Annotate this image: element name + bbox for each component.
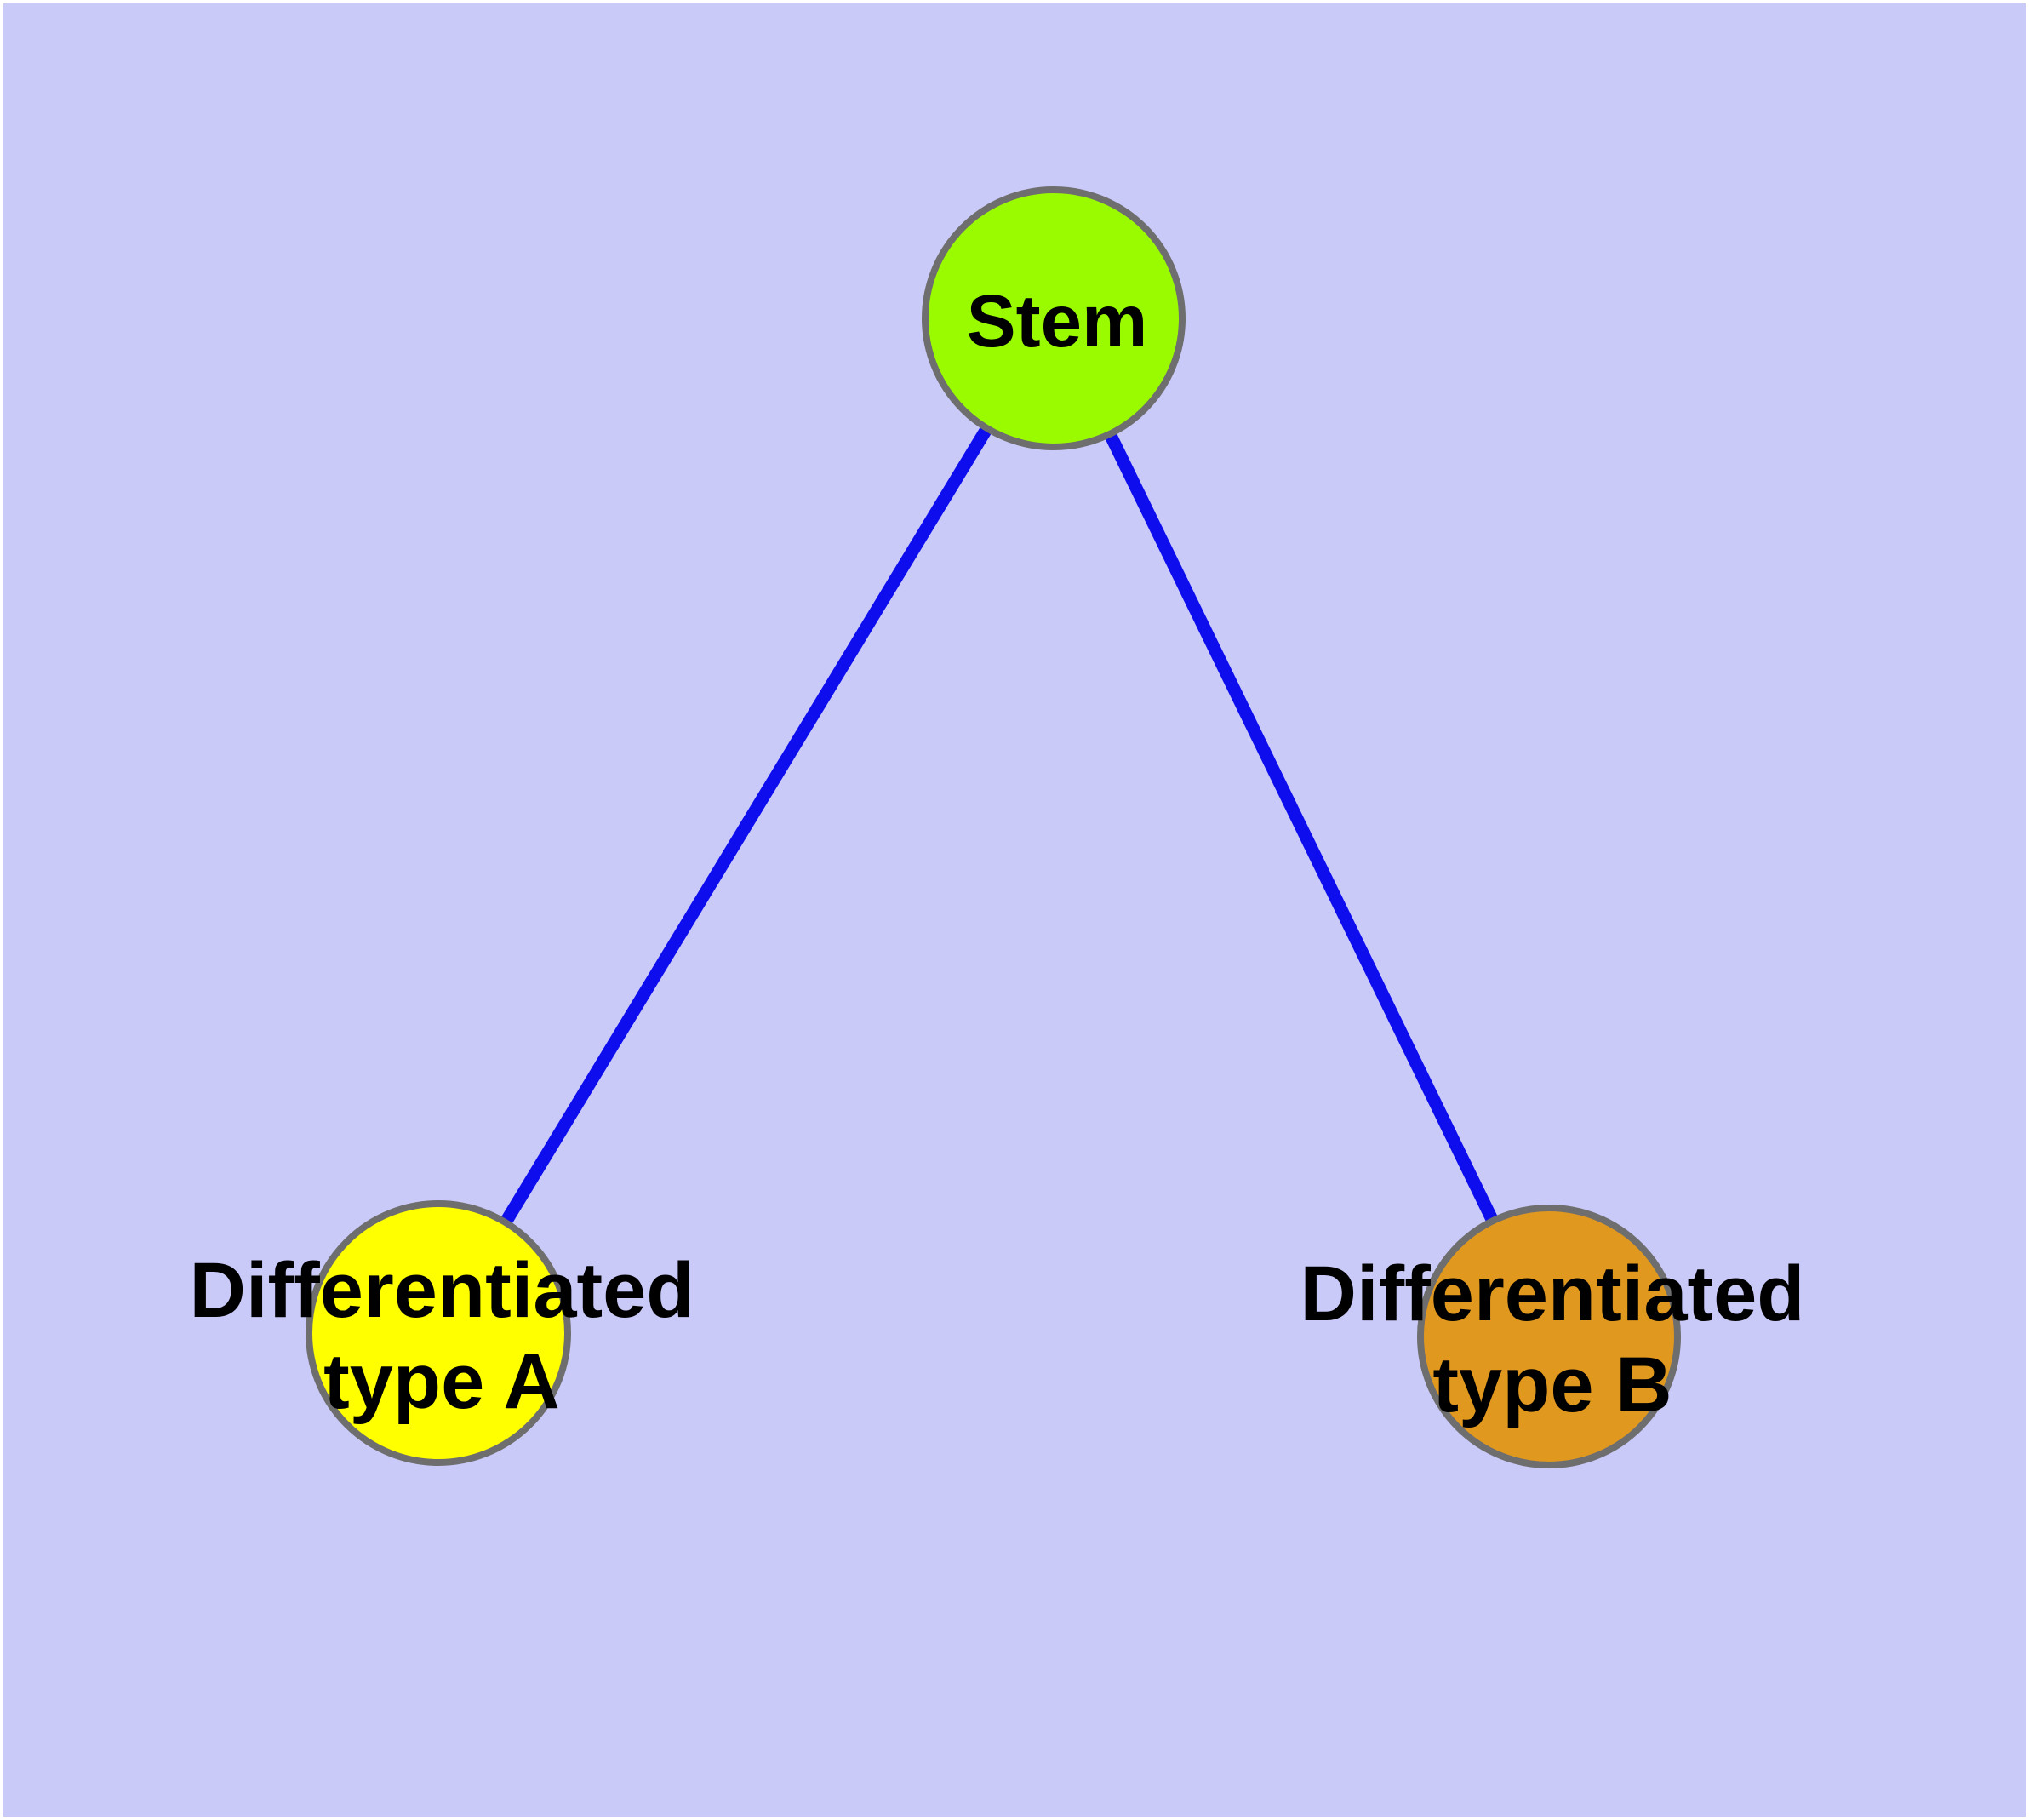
edge-stem-to-type-b [1048,315,1555,1340]
node-type-a-label-line2: type A [323,1338,560,1425]
node-type-b-label-line2: type B [1432,1342,1672,1428]
edge-stem-to-type-a [432,315,1060,1336]
node-type-a-label: Differentiated type A [190,1245,694,1428]
node-type-b-label: Differentiated type B [1300,1249,1805,1431]
node-type-b-label-line1: Differentiated [1300,1251,1805,1337]
node-type-b-circle [1417,1205,1681,1468]
node-type-a-circle [306,1200,571,1466]
node-type-a-label-line1: Differentiated [189,1247,694,1334]
node-stem-label-line1: Stem [966,280,1148,363]
node-stem-circle [922,186,1186,450]
node-stem-label: Stem [967,279,1148,364]
